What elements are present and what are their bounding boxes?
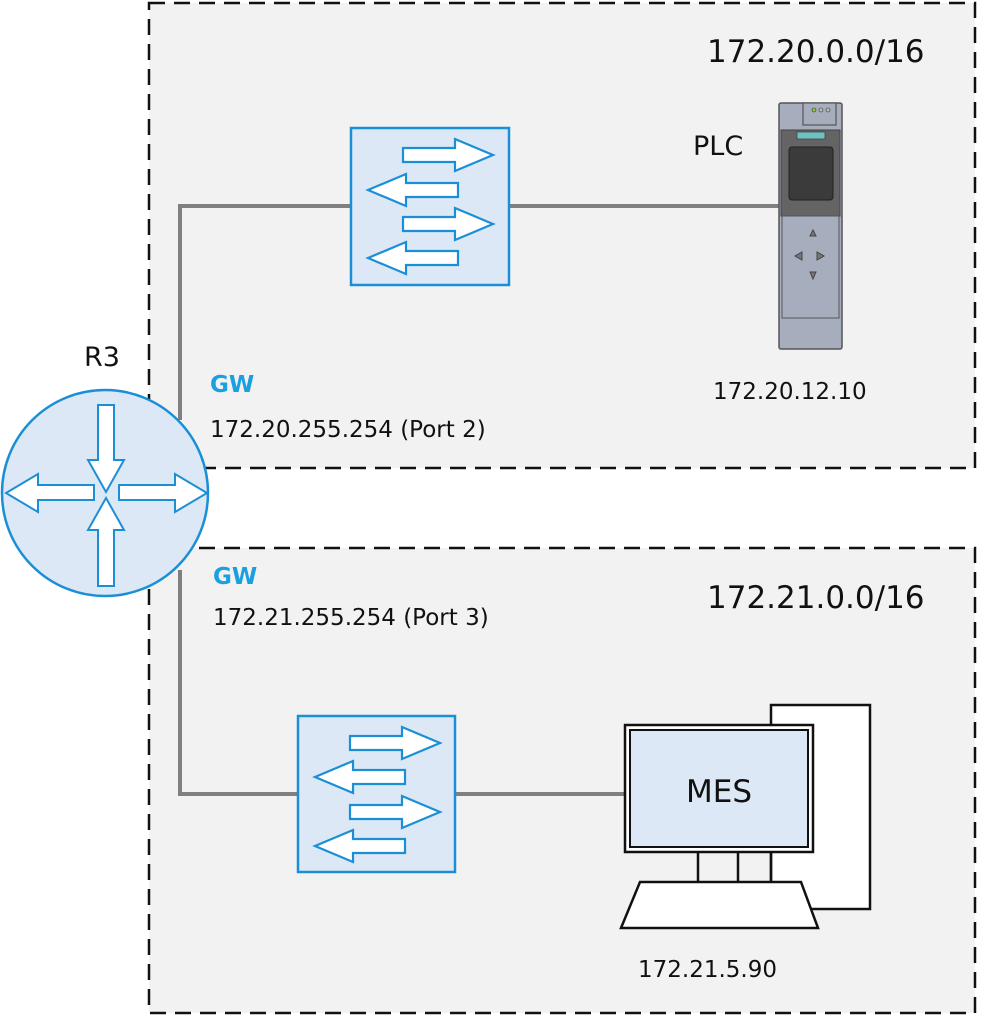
gateway-address: 172.21.255.254 (Port 3) <box>213 605 489 631</box>
mes-label: MES <box>686 774 752 810</box>
gateway-label: GW <box>213 564 257 590</box>
gateway-label: GW <box>210 372 254 398</box>
router-label: R3 <box>84 342 120 373</box>
plc-label: PLC <box>693 131 743 162</box>
subnet-label: 172.21.0.0/16 <box>707 580 925 616</box>
computer-icon[interactable] <box>619 703 872 930</box>
plc-ip-address: 172.20.12.10 <box>713 379 867 405</box>
mes-ip-address: 172.21.5.90 <box>638 957 777 983</box>
link-router-switch2 <box>178 570 297 796</box>
gateway-address: 172.20.255.254 (Port 2) <box>210 417 486 443</box>
network-links <box>178 204 782 796</box>
switch-icon[interactable] <box>296 714 457 874</box>
link-router-switch1 <box>178 204 350 420</box>
switch-icon[interactable] <box>349 126 511 287</box>
subnet-label: 172.20.0.0/16 <box>707 34 925 70</box>
plc-icon[interactable] <box>778 102 843 350</box>
router-icon[interactable] <box>0 388 210 598</box>
